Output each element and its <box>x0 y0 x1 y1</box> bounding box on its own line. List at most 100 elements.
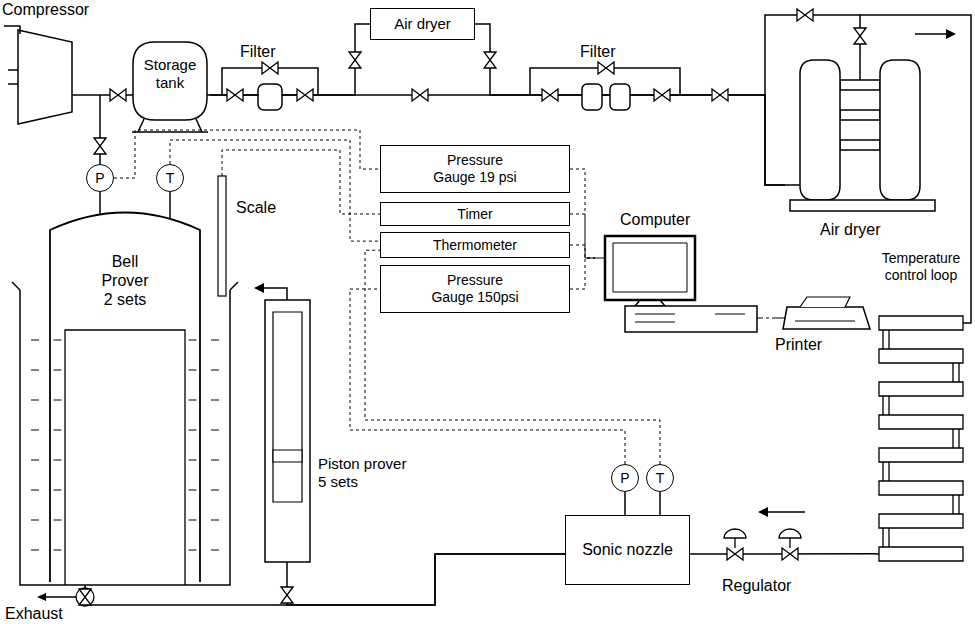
signal-wire <box>570 245 595 258</box>
valve <box>854 28 866 44</box>
air-dryer-part <box>880 60 920 200</box>
sonic-nozzle-box: Sonic nozzle <box>565 515 690 585</box>
signal-wire <box>760 318 775 319</box>
temperature-control-loop-part <box>879 382 963 396</box>
valve <box>349 52 361 68</box>
compressor-label: Compressor <box>2 0 106 19</box>
temperature-control-loop-part <box>953 429 959 448</box>
temperature-control-loop-outline <box>875 250 967 585</box>
temperature-control-loop-part <box>883 330 889 349</box>
compressor-part <box>18 30 72 124</box>
signal-wire <box>170 140 380 241</box>
air-dryer-part <box>840 80 880 150</box>
valve <box>797 9 813 21</box>
temperature-control-loop-part <box>879 514 963 528</box>
pipe <box>210 24 370 95</box>
computer-part <box>625 306 757 332</box>
air-dryer-box-label: Air dryer <box>394 15 451 33</box>
flow-arrow-head <box>254 283 264 293</box>
printer-part <box>795 320 855 321</box>
bell-prover-part <box>31 340 219 550</box>
signal-wire <box>350 289 625 464</box>
bell-prover-part <box>50 213 200 583</box>
piston-prover-part <box>265 300 310 562</box>
computer-part <box>635 300 665 306</box>
temperature-control-loop-label: Temperature control loop <box>875 250 967 284</box>
sensor-stub <box>625 492 660 515</box>
temperature-control-loop-part <box>879 316 963 330</box>
printer-part <box>783 307 870 329</box>
pressure-sensor: P <box>611 464 639 492</box>
temperature-control-loop-part <box>953 495 959 514</box>
air-dryer-box: Air dryer <box>370 8 475 40</box>
air-dryer-part <box>785 184 800 186</box>
part-label: Exhaust <box>5 604 63 623</box>
part-label: Regulator <box>722 576 791 595</box>
valve <box>542 89 558 101</box>
valve <box>782 548 798 560</box>
valve <box>297 89 313 101</box>
filter-symbol <box>582 84 602 110</box>
bell-prover: Bell Prover 2 sets <box>20 190 230 585</box>
storage-tank-part <box>133 42 207 120</box>
exhaust-arrow-head <box>37 593 46 601</box>
compressor-part <box>72 95 110 128</box>
flow-arrow-head <box>946 29 956 39</box>
pipe <box>85 554 565 605</box>
piston-prover-outline <box>265 300 415 585</box>
flow-arrow <box>264 288 287 300</box>
flow-arrow <box>768 511 805 513</box>
timer-box-label: Timer <box>457 206 492 223</box>
valve <box>262 62 278 74</box>
bell-prover-part <box>65 330 185 585</box>
part-label: Filter <box>580 42 616 61</box>
storage-tank: Storage tank <box>130 40 210 135</box>
printer-part <box>800 297 850 307</box>
temperature-sensor: T <box>646 464 674 492</box>
gauge-box-label: Pressure Gauge 150psi <box>427 272 523 306</box>
valve <box>654 89 670 101</box>
flow-arrow <box>915 33 946 35</box>
pipe <box>860 15 971 323</box>
valve <box>712 89 728 101</box>
part-label: Filter <box>240 42 276 61</box>
exhaust-arrow <box>46 596 76 598</box>
piston-prover: Piston prover 5 sets <box>265 300 415 585</box>
temperature-control-loop-part <box>875 323 967 554</box>
temperature-control-loop-part <box>879 448 963 462</box>
gauge-box: Pressure Gauge 19 psi <box>380 145 570 193</box>
valve <box>110 89 126 101</box>
temperature-control-loop: Temperature control loop <box>875 250 967 585</box>
valve <box>412 89 428 101</box>
temperature-control-loop-part <box>879 349 963 363</box>
signal-wire <box>570 258 595 289</box>
pressure-sensor-label: P <box>620 470 629 487</box>
temperature-control-loop-part <box>883 396 889 415</box>
temperature-control-loop-part <box>879 415 963 429</box>
piston-prover-label: Piston prover 5 sets <box>318 455 414 491</box>
compressor-outline <box>0 0 110 128</box>
printer: Printer <box>775 295 870 357</box>
piston-prover-part <box>273 450 302 462</box>
filter-symbol <box>258 84 282 110</box>
compressor: Compressor <box>0 0 110 128</box>
temperature-sensor: T <box>156 164 184 192</box>
gauge-box-label: Pressure Gauge 19 psi <box>427 152 523 186</box>
computer-part <box>613 243 687 292</box>
air-dryer-part <box>859 55 861 80</box>
signal-wire <box>570 214 595 258</box>
valve <box>94 138 106 154</box>
pipe <box>287 554 565 605</box>
regulator-dome <box>724 529 801 538</box>
computer-outline <box>595 210 760 335</box>
bell-prover-outline <box>20 190 230 585</box>
temperature-control-loop-part <box>953 363 959 382</box>
valve <box>727 548 743 560</box>
piston-prover-part <box>273 312 302 502</box>
pressure-sensor: P <box>86 164 114 192</box>
gauge-box: Pressure Gauge 150psi <box>380 265 570 313</box>
temperature-control-loop-part <box>879 481 963 495</box>
computer: Computer <box>595 210 760 335</box>
valve <box>79 589 91 605</box>
